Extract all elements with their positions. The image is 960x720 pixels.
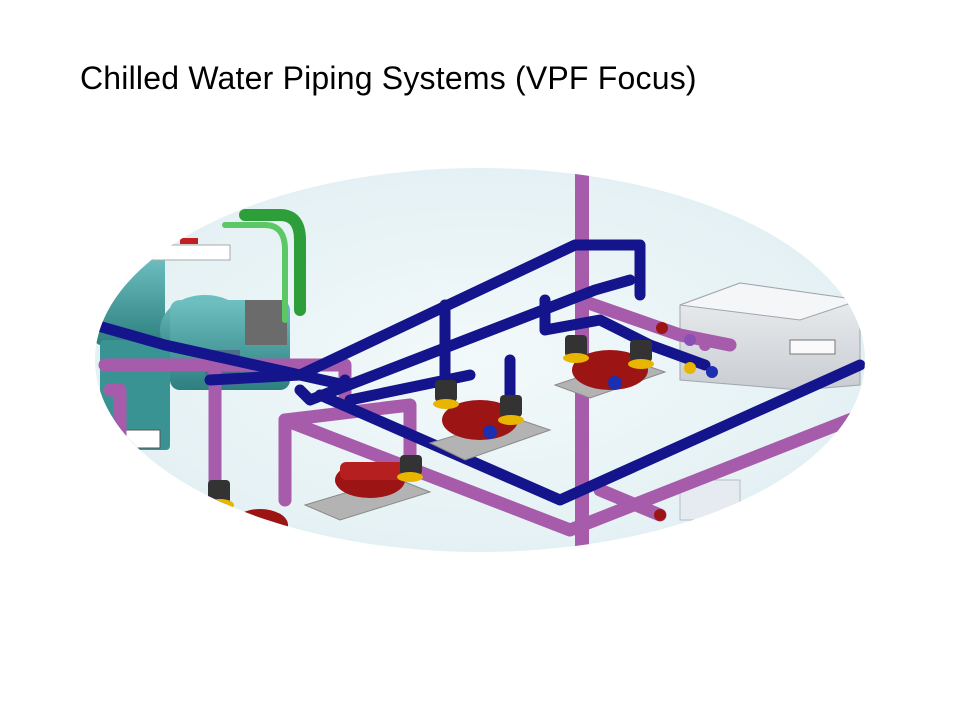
pump-2 [335, 455, 423, 498]
pump-3 [433, 380, 524, 440]
pump-4 [563, 335, 654, 390]
supply-header [95, 239, 865, 506]
condenser-pipe [222, 209, 306, 323]
slide-title: Chilled Water Piping Systems (VPF Focus) [80, 60, 697, 96]
return-header [98, 293, 865, 537]
ahu-valves [654, 322, 718, 521]
